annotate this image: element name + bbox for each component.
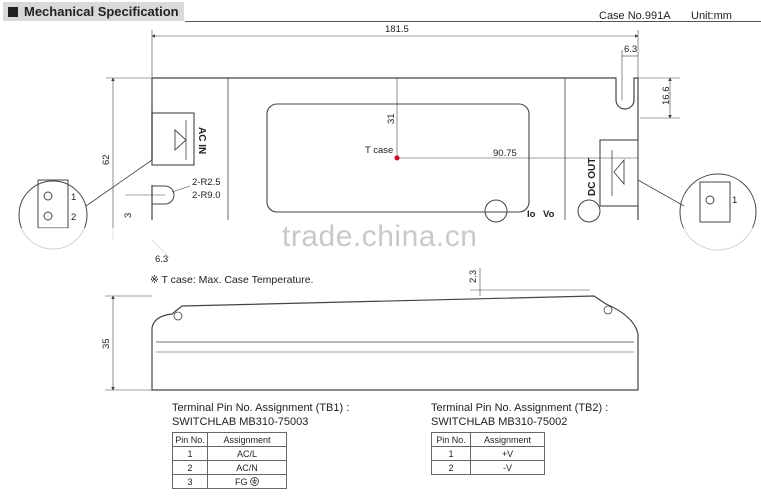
zoom-leader-dc — [637, 179, 685, 207]
case-number: Case No.991A — [599, 10, 671, 22]
table-row: 1 AC/L — [172, 446, 287, 461]
section-title-text: Mechanical Specification — [24, 4, 179, 19]
tb2-assignment-cell: +V — [470, 446, 545, 461]
tb1-assignment-cell: FG — [207, 474, 287, 489]
table-row: 1 +V — [431, 446, 545, 461]
leader-radius — [171, 185, 191, 193]
radius-small-label: 2-R2.5 — [192, 177, 221, 188]
tb2-assignment-cell: -V — [470, 460, 545, 475]
ac-terminal-block — [151, 112, 195, 166]
watermark-text: trade.china.cn — [282, 220, 478, 253]
tb2-header-assignment: Assignment — [470, 432, 545, 447]
vo-pot-circle — [577, 199, 601, 223]
tb1-assignment-cell: AC/N — [207, 460, 287, 475]
table-row: 2 AC/N — [172, 460, 287, 475]
zoom-ac-screw-1 — [43, 191, 53, 201]
table-row: 2 -V — [431, 460, 545, 475]
tb2-model: SWITCHLAB MB310-75002 — [431, 416, 568, 428]
dim-height-text: 62 — [101, 154, 112, 165]
header-bar: Mechanical Specification Case No.991A Un… — [0, 2, 761, 22]
tb1-assignment-cell: AC/L — [207, 446, 287, 461]
zoom-ac-screw-2 — [43, 211, 53, 221]
table-header-row: Pin No. Assignment — [172, 432, 287, 447]
square-bullet-icon — [8, 6, 18, 17]
dc-out-label: DC OUT — [587, 158, 598, 196]
dc-terminal-block — [599, 139, 639, 207]
io-pot-circle — [484, 199, 508, 223]
mount-slot-left — [152, 185, 175, 205]
housing-outline-top — [151, 77, 639, 220]
radius-large-label: 2-R9.0 — [192, 190, 221, 201]
zoom-pin-2-label: 2 — [71, 212, 76, 223]
tb1-assignment-text: FG — [234, 476, 248, 487]
side-view-bump-right — [603, 305, 613, 315]
tb2-header-pin: Pin No. — [431, 432, 471, 447]
tb1-header-assignment: Assignment — [207, 432, 287, 447]
section-title: Mechanical Specification — [3, 2, 184, 21]
zoom-leader-ac — [85, 159, 153, 207]
table-header-row: Pin No. Assignment — [431, 432, 545, 447]
header-rule — [185, 21, 761, 22]
dim-side-gap-text: 2.3 — [468, 270, 479, 283]
tcase-note: ※ T case: Max. Case Temperature. — [150, 274, 314, 286]
unit-label: Unit:mm — [691, 10, 732, 22]
tb1-block: Terminal Pin No. Assignment (TB1) : SWIT… — [172, 401, 349, 489]
tb2-title: Terminal Pin No. Assignment (TB2) : — [431, 402, 609, 414]
tb2-block: Terminal Pin No. Assignment (TB2) : SWIT… — [431, 401, 608, 475]
dim-slot-width-text: 6.3 — [624, 44, 637, 55]
tb1-pin-cell: 2 — [172, 460, 208, 475]
ac-in-label: AC IN — [196, 127, 207, 154]
tb2-pin-cell: 2 — [431, 460, 471, 475]
tb1-pin-cell: 1 — [172, 446, 208, 461]
dim-tcase-x-text: 90.75 — [493, 148, 517, 159]
zoom-pin-1-label: 1 — [71, 192, 76, 203]
table-row: 3 FG — [172, 474, 287, 489]
dim-length-text: 181.5 — [385, 24, 409, 35]
tb1-title: Terminal Pin No. Assignment (TB1) : — [172, 402, 350, 414]
dc-terminal-icon — [613, 158, 625, 186]
io-label: Io — [527, 209, 536, 220]
dim-bottom-offset-text: 6.3 — [155, 254, 168, 265]
tb1-pin-cell: 3 — [172, 474, 208, 489]
tcase-point-marker — [394, 155, 400, 161]
watermark-band — [0, 228, 761, 258]
side-view-bump-left — [173, 311, 183, 321]
side-view-outline — [151, 295, 639, 391]
dim-left-small-text: 3 — [123, 213, 134, 218]
zoom-dc-screw-1 — [705, 195, 715, 205]
tb2-table: Pin No. Assignment 1 +V 2 -V — [431, 432, 545, 475]
dim-tcase-y-text: 31 — [386, 113, 397, 124]
tb1-header-pin: Pin No. — [172, 432, 208, 447]
tb1-model: SWITCHLAB MB310-75003 — [172, 416, 309, 428]
zoom-dc-pin-1-label: 1 — [732, 195, 737, 206]
dim-slot-height-text: 16.6 — [661, 87, 672, 106]
dim-side-height-text: 35 — [101, 338, 112, 349]
ground-icon — [250, 476, 259, 486]
vo-label: Vo — [543, 209, 555, 220]
ac-terminal-icon — [174, 128, 187, 152]
zoom-ac-block — [37, 179, 69, 229]
tcase-label: T case — [365, 145, 393, 156]
zoom-dc-block — [699, 181, 731, 223]
tb1-table: Pin No. Assignment 1 AC/L 2 AC/N 3 FG — [172, 432, 287, 489]
tb2-pin-cell: 1 — [431, 446, 471, 461]
